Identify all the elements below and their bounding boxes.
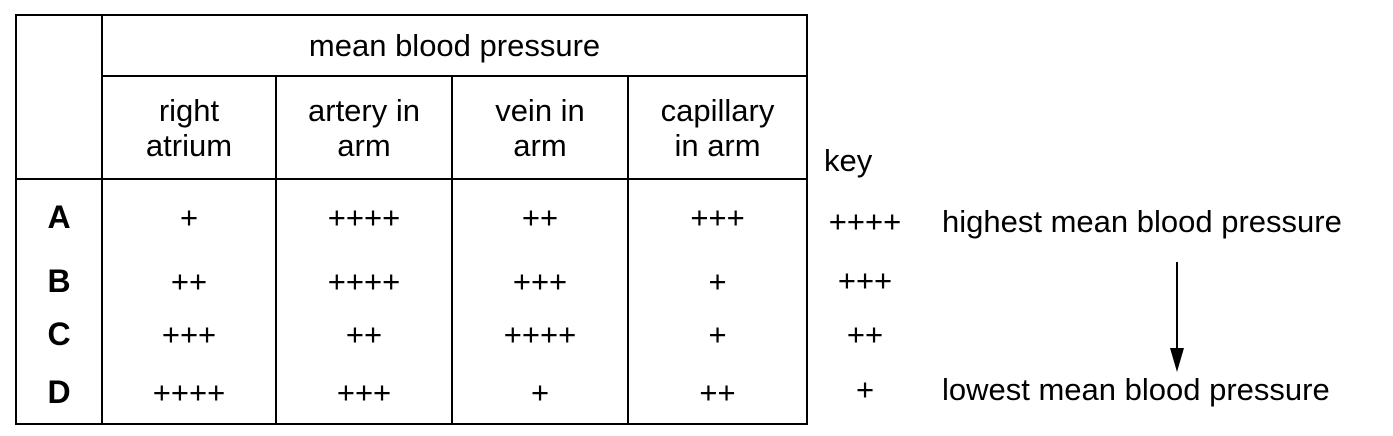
table-cell: ++++ [101, 361, 277, 425]
header-row-group: mean blood pressure [15, 14, 809, 77]
corner-cell-lower [15, 76, 103, 180]
table-cell: +++ [626, 178, 809, 255]
table-cell: ++ [101, 255, 277, 308]
table-row: C +++ ++ ++++ + [15, 308, 809, 361]
key-description-highest: highest mean blood pressure [942, 204, 1342, 239]
table-cell: + [626, 308, 809, 361]
group-header: mean blood pressure [100, 14, 809, 77]
table-cell: ++ [451, 178, 629, 255]
table-cell: ++ [275, 308, 453, 361]
table-row: B ++ ++++ +++ + [15, 255, 809, 308]
table-cell: + [101, 178, 277, 255]
table-cell: ++++ [275, 255, 453, 308]
key-symbol: ++++ [828, 204, 902, 239]
corner-cell [15, 14, 103, 76]
table-cell: + [451, 361, 629, 425]
table-cell: ++++ [275, 178, 453, 255]
table-cell: ++++ [451, 308, 629, 361]
key-heading: key [824, 143, 873, 178]
table-cell: +++ [451, 255, 629, 308]
table-cell: +++ [101, 308, 277, 361]
arrow-down-icon [1170, 262, 1184, 372]
key-description-lowest: lowest mean blood pressure [942, 372, 1330, 407]
table-row: D ++++ +++ + ++ [15, 361, 809, 425]
row-label: D [15, 361, 103, 425]
key-symbol: ++ [846, 317, 884, 352]
table-row: A + ++++ ++ +++ [15, 178, 809, 255]
row-label: B [15, 255, 103, 308]
row-label: A [15, 178, 103, 255]
row-label: C [15, 308, 103, 361]
table-cell: + [626, 255, 809, 308]
table-cell: +++ [275, 361, 453, 425]
key-symbol: + [855, 372, 875, 407]
key-symbol: +++ [837, 263, 893, 298]
table-cell: ++ [626, 361, 809, 425]
